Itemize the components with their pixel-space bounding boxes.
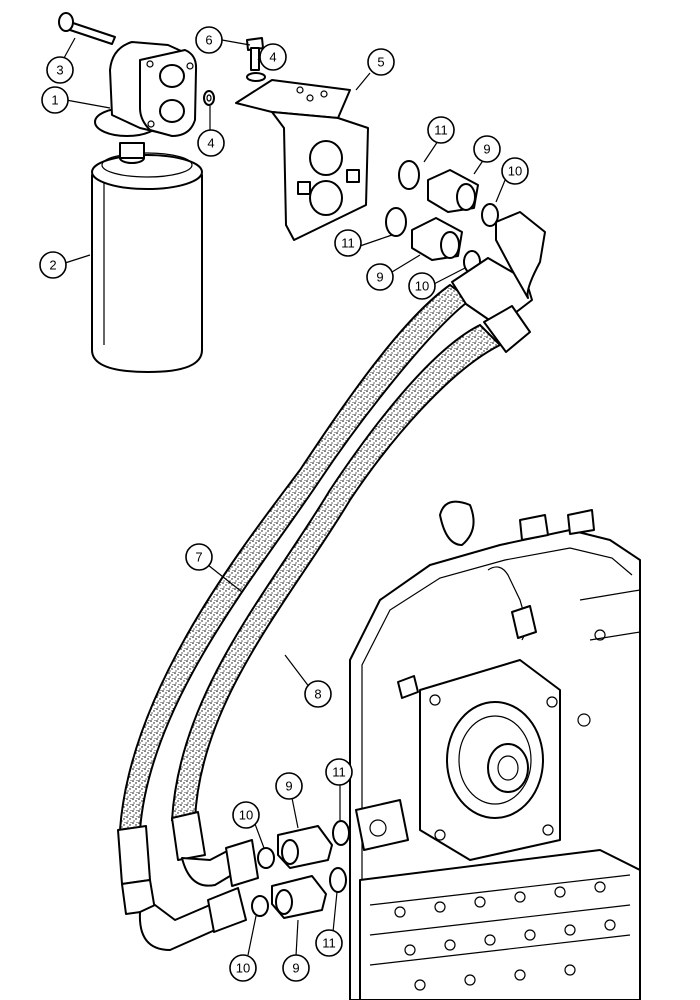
callout-11-label: 11 <box>341 236 355 251</box>
callout-10-label: 10 <box>236 961 250 976</box>
adapter <box>271 875 327 919</box>
o-ring <box>329 867 347 893</box>
callout-4-label: 4 <box>207 136 214 151</box>
callout-11: 11 <box>334 229 362 257</box>
o-ring <box>385 207 407 237</box>
hose-end-fitting <box>117 811 259 951</box>
callout-5-label: 5 <box>377 55 384 70</box>
o-ring <box>251 895 269 917</box>
callout-9: 9 <box>473 135 501 163</box>
callout-10-label: 10 <box>415 279 429 294</box>
callout-9-label: 9 <box>376 270 383 285</box>
callout-11: 11 <box>325 758 353 786</box>
washer <box>203 90 215 106</box>
mounting-bracket <box>235 79 369 241</box>
callout-11: 11 <box>427 116 455 144</box>
callout-3-label: 3 <box>56 63 63 78</box>
callout-11-label: 11 <box>322 936 336 951</box>
callout-7-label: 7 <box>195 550 202 565</box>
callout-10: 10 <box>501 157 529 185</box>
callout-11-label: 11 <box>332 765 346 780</box>
callout-3: 3 <box>46 56 74 84</box>
callout-9-label: 9 <box>483 142 490 157</box>
o-ring <box>257 847 275 869</box>
callout-6-label: 6 <box>205 33 212 48</box>
callout-8: 8 <box>304 680 332 708</box>
callout-10: 10 <box>229 954 257 982</box>
callout-9-label: 9 <box>292 961 299 976</box>
hose-end-fitting <box>451 211 546 353</box>
callout-9-label: 9 <box>285 779 292 794</box>
callout-7: 7 <box>185 543 213 571</box>
o-ring <box>332 820 350 846</box>
o-ring <box>398 160 420 190</box>
callout-4: 4 <box>197 129 225 157</box>
callout-11: 11 <box>315 929 343 957</box>
callout-10-label: 10 <box>508 164 522 179</box>
callout-9: 9 <box>366 263 394 291</box>
filter-head <box>94 41 198 137</box>
callout-4-label: 4 <box>269 50 276 65</box>
callout-1: 1 <box>41 86 69 114</box>
o-ring <box>481 203 499 227</box>
callout-11-label: 11 <box>434 123 448 138</box>
callout-5: 5 <box>367 48 395 76</box>
adapter <box>277 825 333 869</box>
filter-element <box>91 142 203 373</box>
callout-8-label: 8 <box>314 687 321 702</box>
callout-10: 10 <box>408 272 436 300</box>
callout-6: 6 <box>195 26 223 54</box>
callout-2-label: 2 <box>49 258 56 273</box>
callout-10: 10 <box>232 801 260 829</box>
callout-9: 9 <box>275 772 303 800</box>
callout-2: 2 <box>39 251 67 279</box>
callout-10-label: 10 <box>239 808 253 823</box>
transmission-housing <box>349 500 641 1000</box>
adapter <box>427 169 479 213</box>
washer <box>246 72 266 82</box>
callout-1-label: 1 <box>51 93 58 108</box>
callout-4: 4 <box>259 43 287 71</box>
bolt <box>58 12 116 45</box>
callout-9: 9 <box>282 954 310 982</box>
adapter <box>411 217 463 261</box>
